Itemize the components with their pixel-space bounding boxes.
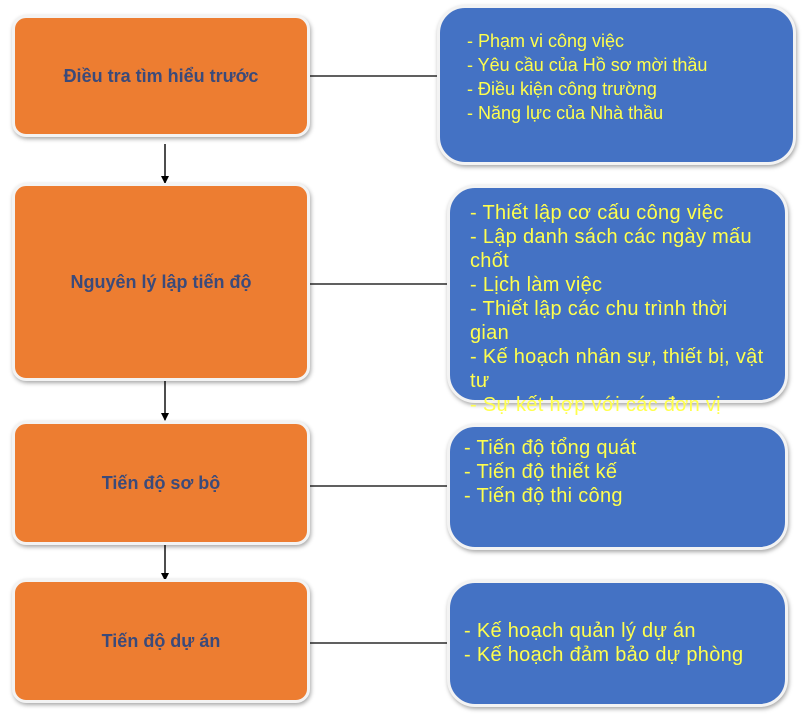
detail-item: - Phạm vi công việc xyxy=(467,31,625,51)
stage-label: Tiến độ sơ bộ xyxy=(101,473,221,493)
detail-item: - Tiến độ thi công xyxy=(464,485,623,507)
stage-box-2: Nguyên lý lập tiến độ xyxy=(12,183,310,381)
detail-item: - Tiến độ tổng quát xyxy=(464,437,637,459)
detail-item: - Lập danh sách các ngày mấu chốt xyxy=(470,226,752,272)
stage-label: Tiến độ dự án xyxy=(101,631,221,651)
stage-label: Điều tra tìm hiểu trước xyxy=(63,66,259,86)
detail-list: - Phạm vi công việc - Yêu cầu của Hồ sơ … xyxy=(467,29,707,125)
stage-box-4: Tiến độ dự án xyxy=(12,579,310,703)
detail-item: - Năng lực của Nhà thầu xyxy=(467,103,664,123)
detail-item: - Kế hoạch nhân sự, thiết bị, vật tư xyxy=(470,346,764,392)
stage-box-3: Tiến độ sơ bộ xyxy=(12,421,310,545)
detail-box-1: - Phạm vi công việc - Yêu cầu của Hồ sơ … xyxy=(437,5,796,165)
detail-item: - Thiết lập các chu trình thời gian xyxy=(470,298,728,344)
detail-item: - Kế hoạch quản lý dự án xyxy=(464,620,696,642)
stage-box-1: Điều tra tìm hiểu trước xyxy=(12,15,310,137)
detail-list: - Tiến độ tổng quát - Tiến độ thiết kế -… xyxy=(464,436,637,508)
detail-box-2: - Thiết lập cơ cấu công việc - Lập danh … xyxy=(447,185,788,416)
detail-list: - Thiết lập cơ cấu công việc - Lập danh … xyxy=(470,201,770,417)
detail-item: - Điều kiện công trường xyxy=(467,79,657,99)
detail-box-4: - Kế hoạch quản lý dự án - Kế hoạch đảm … xyxy=(447,580,788,707)
detail-item: - Lịch làm việc xyxy=(470,274,603,296)
detail-item: - Thiết lập cơ cấu công việc xyxy=(470,202,724,224)
detail-item: - Kế hoạch đảm bảo dự phòng xyxy=(464,644,744,666)
detail-box-3: - Tiến độ tổng quát - Tiến độ thiết kế -… xyxy=(447,424,788,550)
detail-item: - Tiến độ thiết kế xyxy=(464,461,618,483)
stage-label: Nguyên lý lập tiến độ xyxy=(70,272,252,292)
detail-list: - Kế hoạch quản lý dự án - Kế hoạch đảm … xyxy=(464,619,764,667)
detail-item: - Yêu cầu của Hồ sơ mời thầu xyxy=(467,55,708,75)
detail-item: - Sự kết hợp với các đơn vị xyxy=(470,394,721,416)
